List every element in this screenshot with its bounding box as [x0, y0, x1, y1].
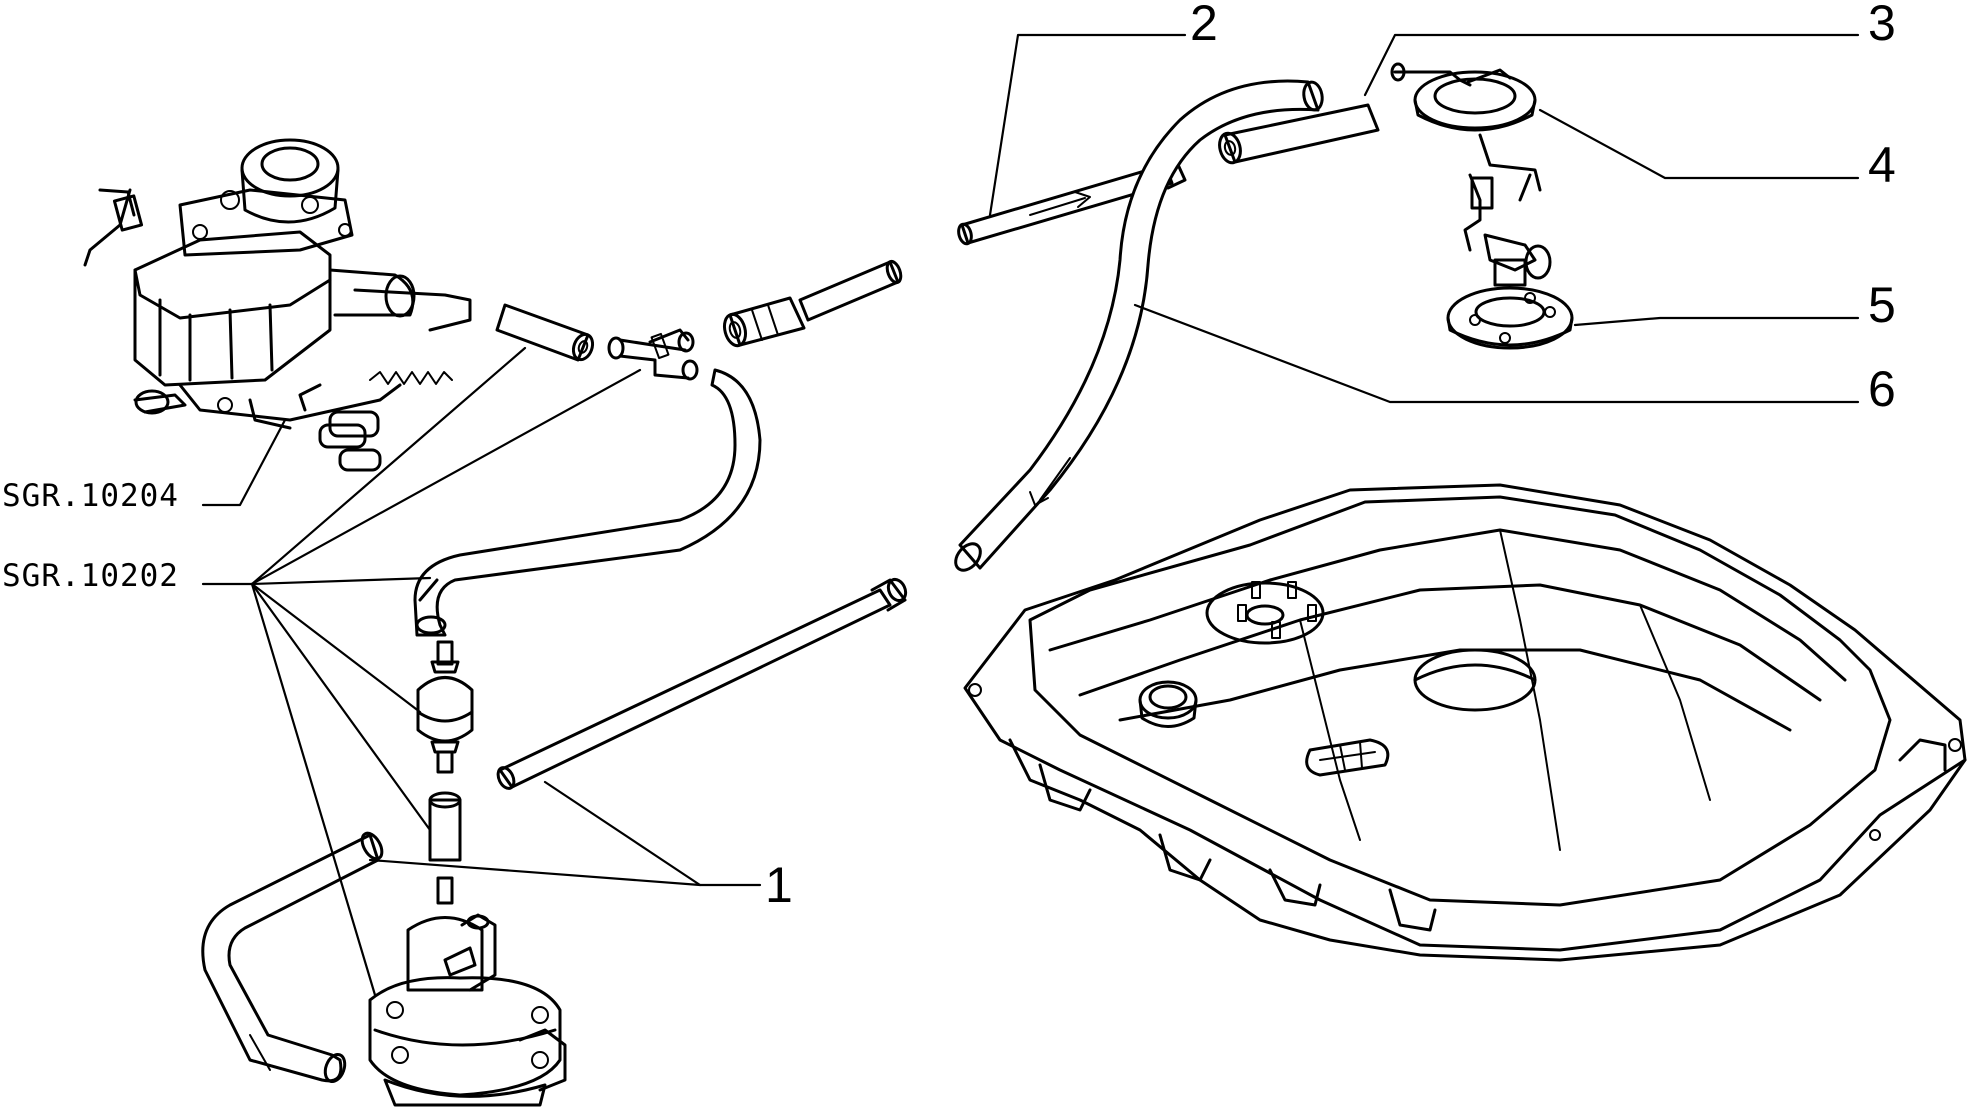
leader-callout-1a [543, 780, 762, 887]
callout-6: 6 [1868, 361, 1896, 417]
sender-flange [1446, 286, 1574, 350]
leader-callout-3 [1363, 33, 1860, 97]
hose-sleeve-lower [428, 791, 462, 862]
leader-callout-4 [1538, 108, 1860, 180]
fuel-pipe-long [496, 577, 908, 790]
fuel-pump [368, 876, 567, 1107]
hose-sleeve-upper [495, 303, 595, 362]
reference-sgr-10204: SGR.10204 [2, 478, 179, 514]
leader-callout-5 [1573, 316, 1860, 327]
fuel-return-hose [954, 79, 1324, 572]
leader-sgr-10204 [201, 418, 287, 507]
leader-callout-1b [368, 858, 702, 887]
fuel-gauge-sender [1390, 62, 1552, 287]
fuel-line-union [722, 259, 903, 348]
breather-pipe [957, 156, 1187, 246]
leader-callout-2 [988, 33, 1187, 217]
callout-2: 2 [1190, 0, 1218, 51]
fuel-tank [963, 483, 1967, 962]
leader-callout-6 [1133, 303, 1860, 404]
t-connector [607, 328, 699, 381]
leaders-sgr-10202 [250, 346, 642, 997]
short-hose [1218, 103, 1380, 165]
callout-5: 5 [1868, 277, 1896, 333]
callout-1: 1 [765, 857, 793, 913]
carburettor [83, 138, 472, 472]
hose-to-filter [413, 368, 762, 637]
reference-sgr-10202: SGR.10202 [2, 558, 179, 594]
hose-lower-left [201, 831, 384, 1084]
callout-4: 4 [1868, 137, 1896, 193]
callout-3: 3 [1868, 0, 1896, 51]
fuel-filter [416, 640, 474, 774]
